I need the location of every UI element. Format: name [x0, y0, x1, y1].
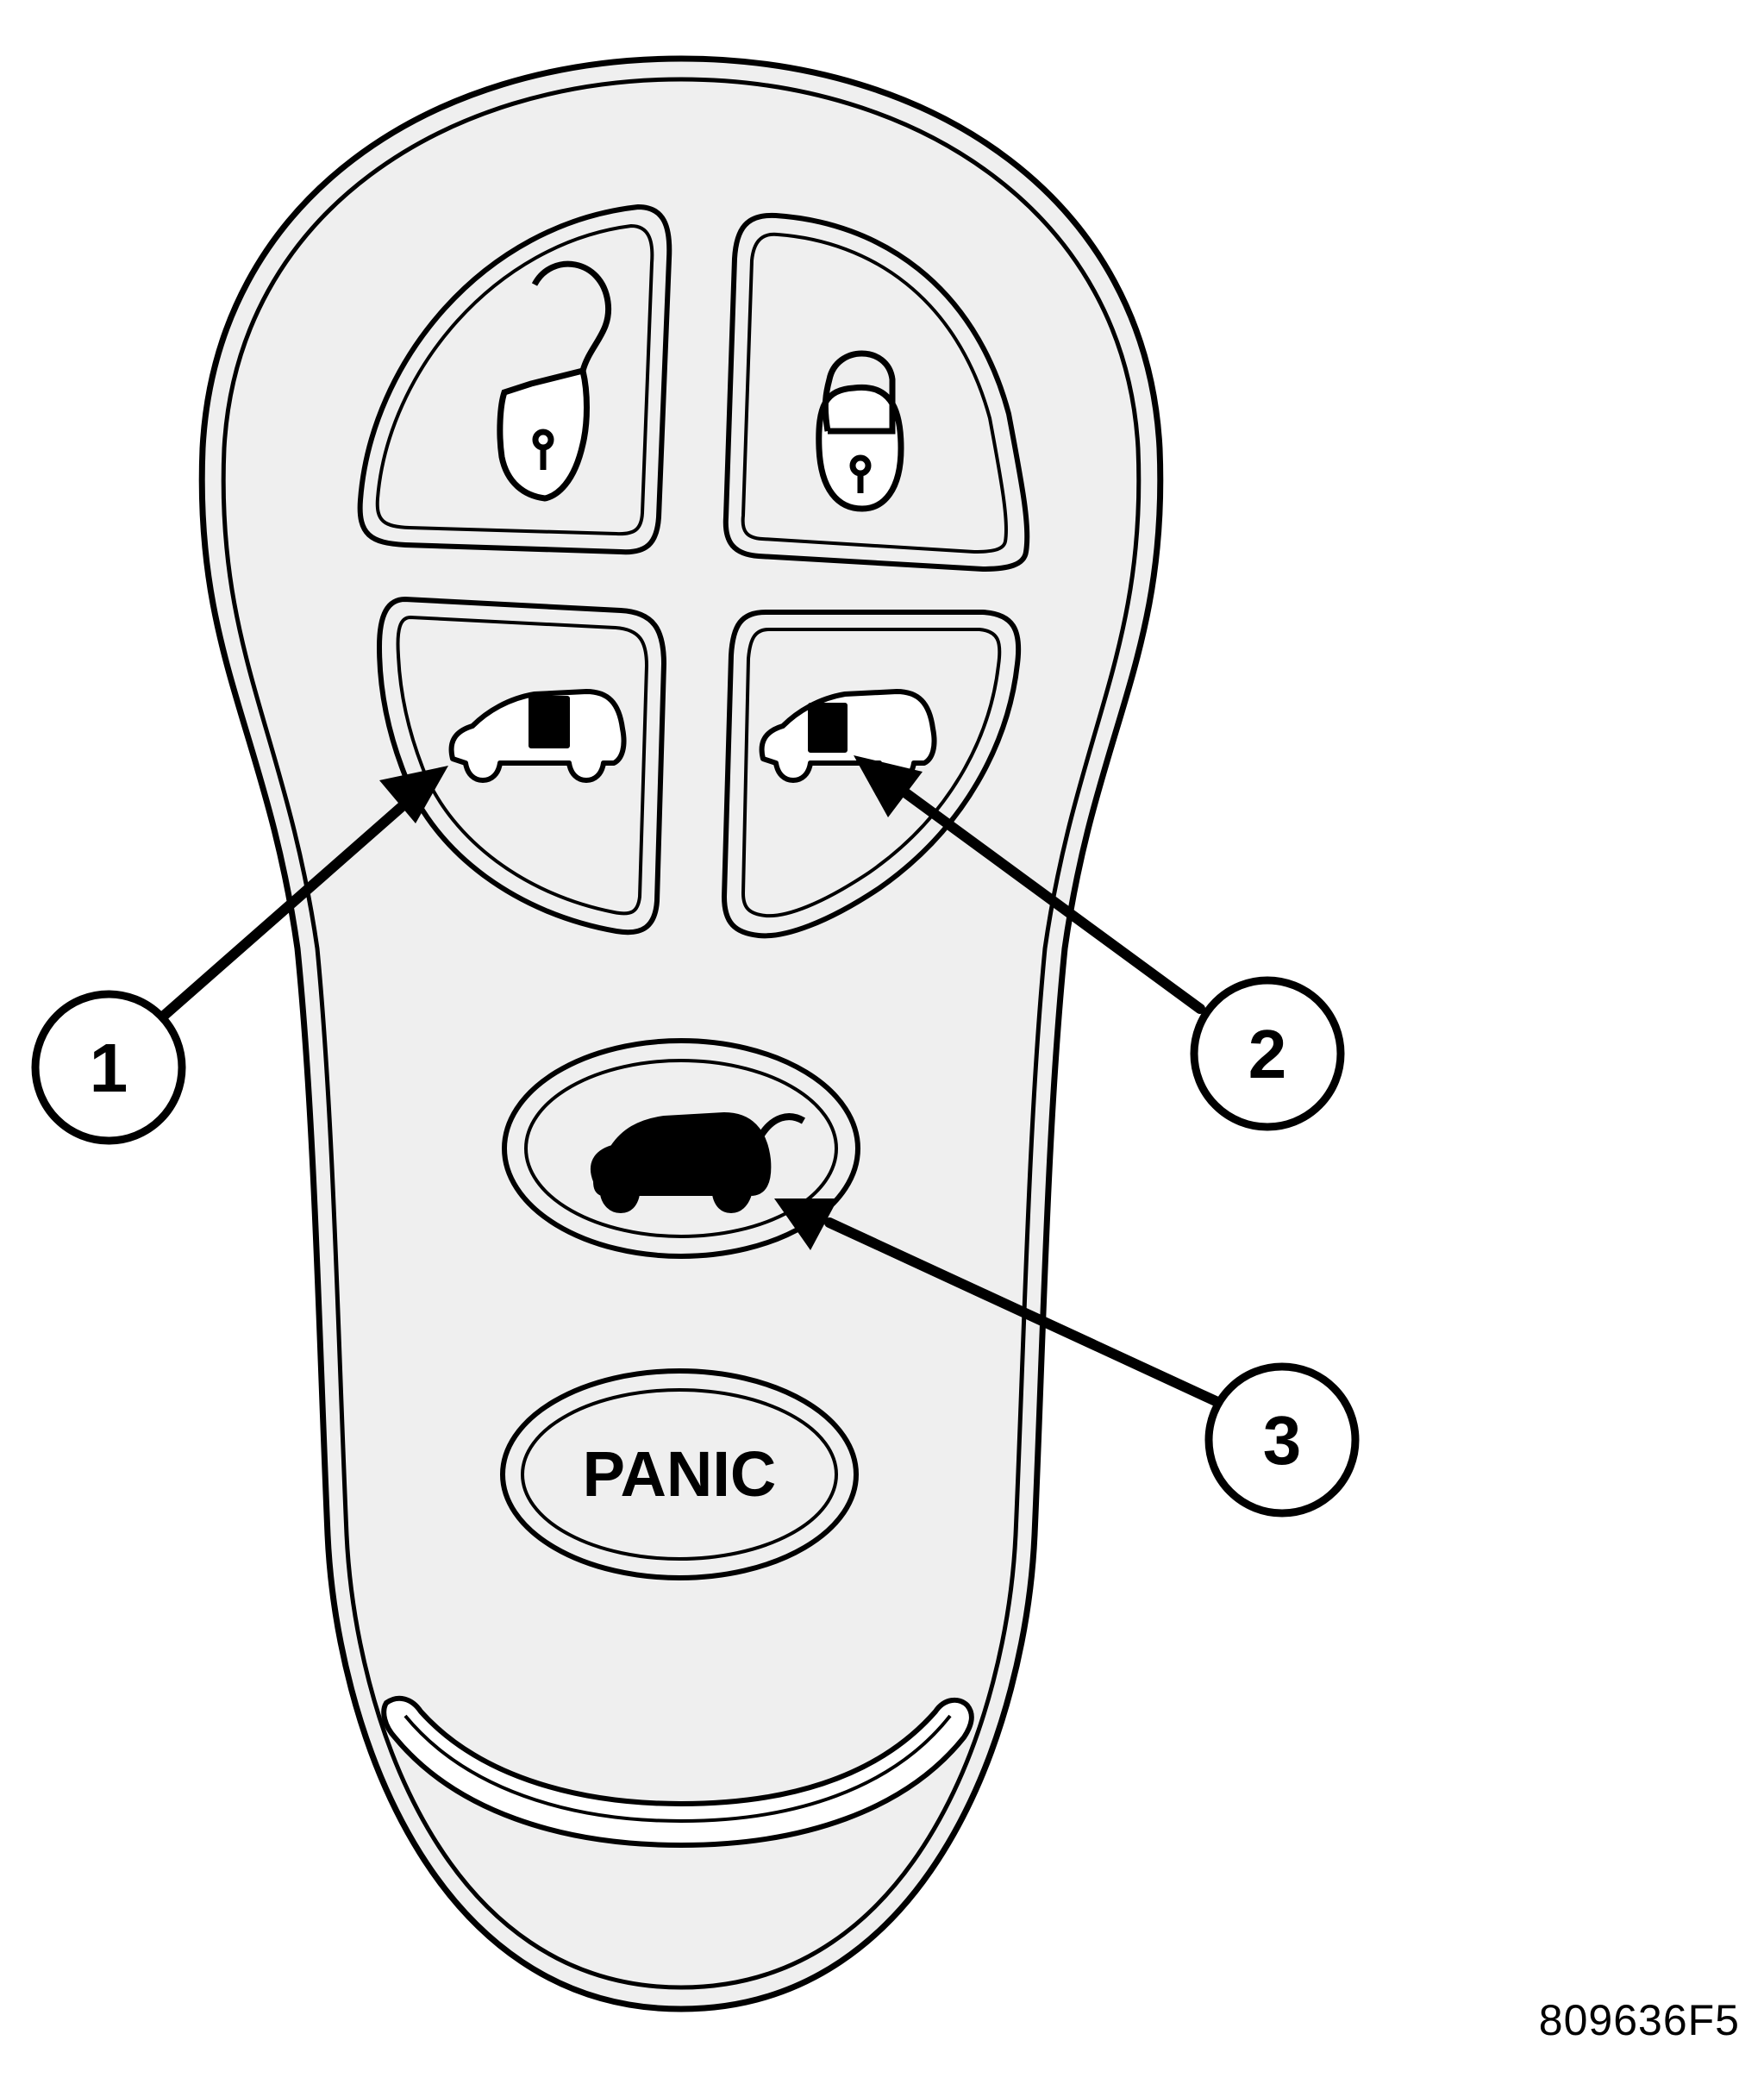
- callout-arrow-3: [774, 1198, 1221, 1406]
- callout-number-2: 2: [1248, 1016, 1287, 1092]
- left-sliding-door-icon: [448, 689, 627, 783]
- callout-circle-3: [1204, 1362, 1360, 1518]
- left-door-button-outer: [376, 596, 667, 936]
- lock-button[interactable]: [722, 212, 1030, 573]
- left-sliding-door-button[interactable]: [376, 596, 667, 936]
- callout-2: 2: [1190, 976, 1345, 1131]
- callout-arrow-2: [854, 755, 1205, 1014]
- unlock-button-inner: [375, 223, 654, 536]
- callout-arrow-1: [159, 766, 448, 1021]
- bottom-grip-slot: [381, 1695, 974, 1848]
- callout-circle-2: [1190, 976, 1345, 1131]
- liftgate-icon: [590, 1112, 806, 1213]
- callout-arrows: [159, 755, 1221, 1406]
- panic-button-inner: [521, 1388, 838, 1561]
- liftgate-button[interactable]: [502, 1038, 860, 1259]
- lock-button-inner: [741, 232, 1009, 554]
- left-door-button-inner: [396, 615, 649, 916]
- panic-button-outer: [500, 1368, 859, 1580]
- fob-inner-outline: [221, 77, 1142, 1990]
- lock-padlock-icon: [816, 350, 904, 512]
- unlock-button-outer: [357, 203, 672, 555]
- callout-3: 3: [1204, 1362, 1360, 1518]
- fob-outer-outline: [198, 55, 1164, 2012]
- key-fob-body: [198, 55, 1164, 2012]
- unlock-button[interactable]: [357, 203, 672, 555]
- callout-number-3: 3: [1263, 1402, 1302, 1479]
- panic-button[interactable]: PANIC: [500, 1368, 859, 1580]
- callout-circle-1: [31, 990, 186, 1145]
- callout-1: 1: [31, 990, 186, 1145]
- figure-id: 809636F5: [1538, 1996, 1740, 2044]
- right-door-button-inner: [741, 628, 1002, 918]
- callout-number-1: 1: [90, 1029, 128, 1106]
- right-sliding-door-icon: [759, 689, 937, 783]
- panic-button-label: PANIC: [583, 1438, 777, 1510]
- liftgate-button-inner: [524, 1059, 838, 1238]
- unlock-padlock-icon: [497, 260, 612, 502]
